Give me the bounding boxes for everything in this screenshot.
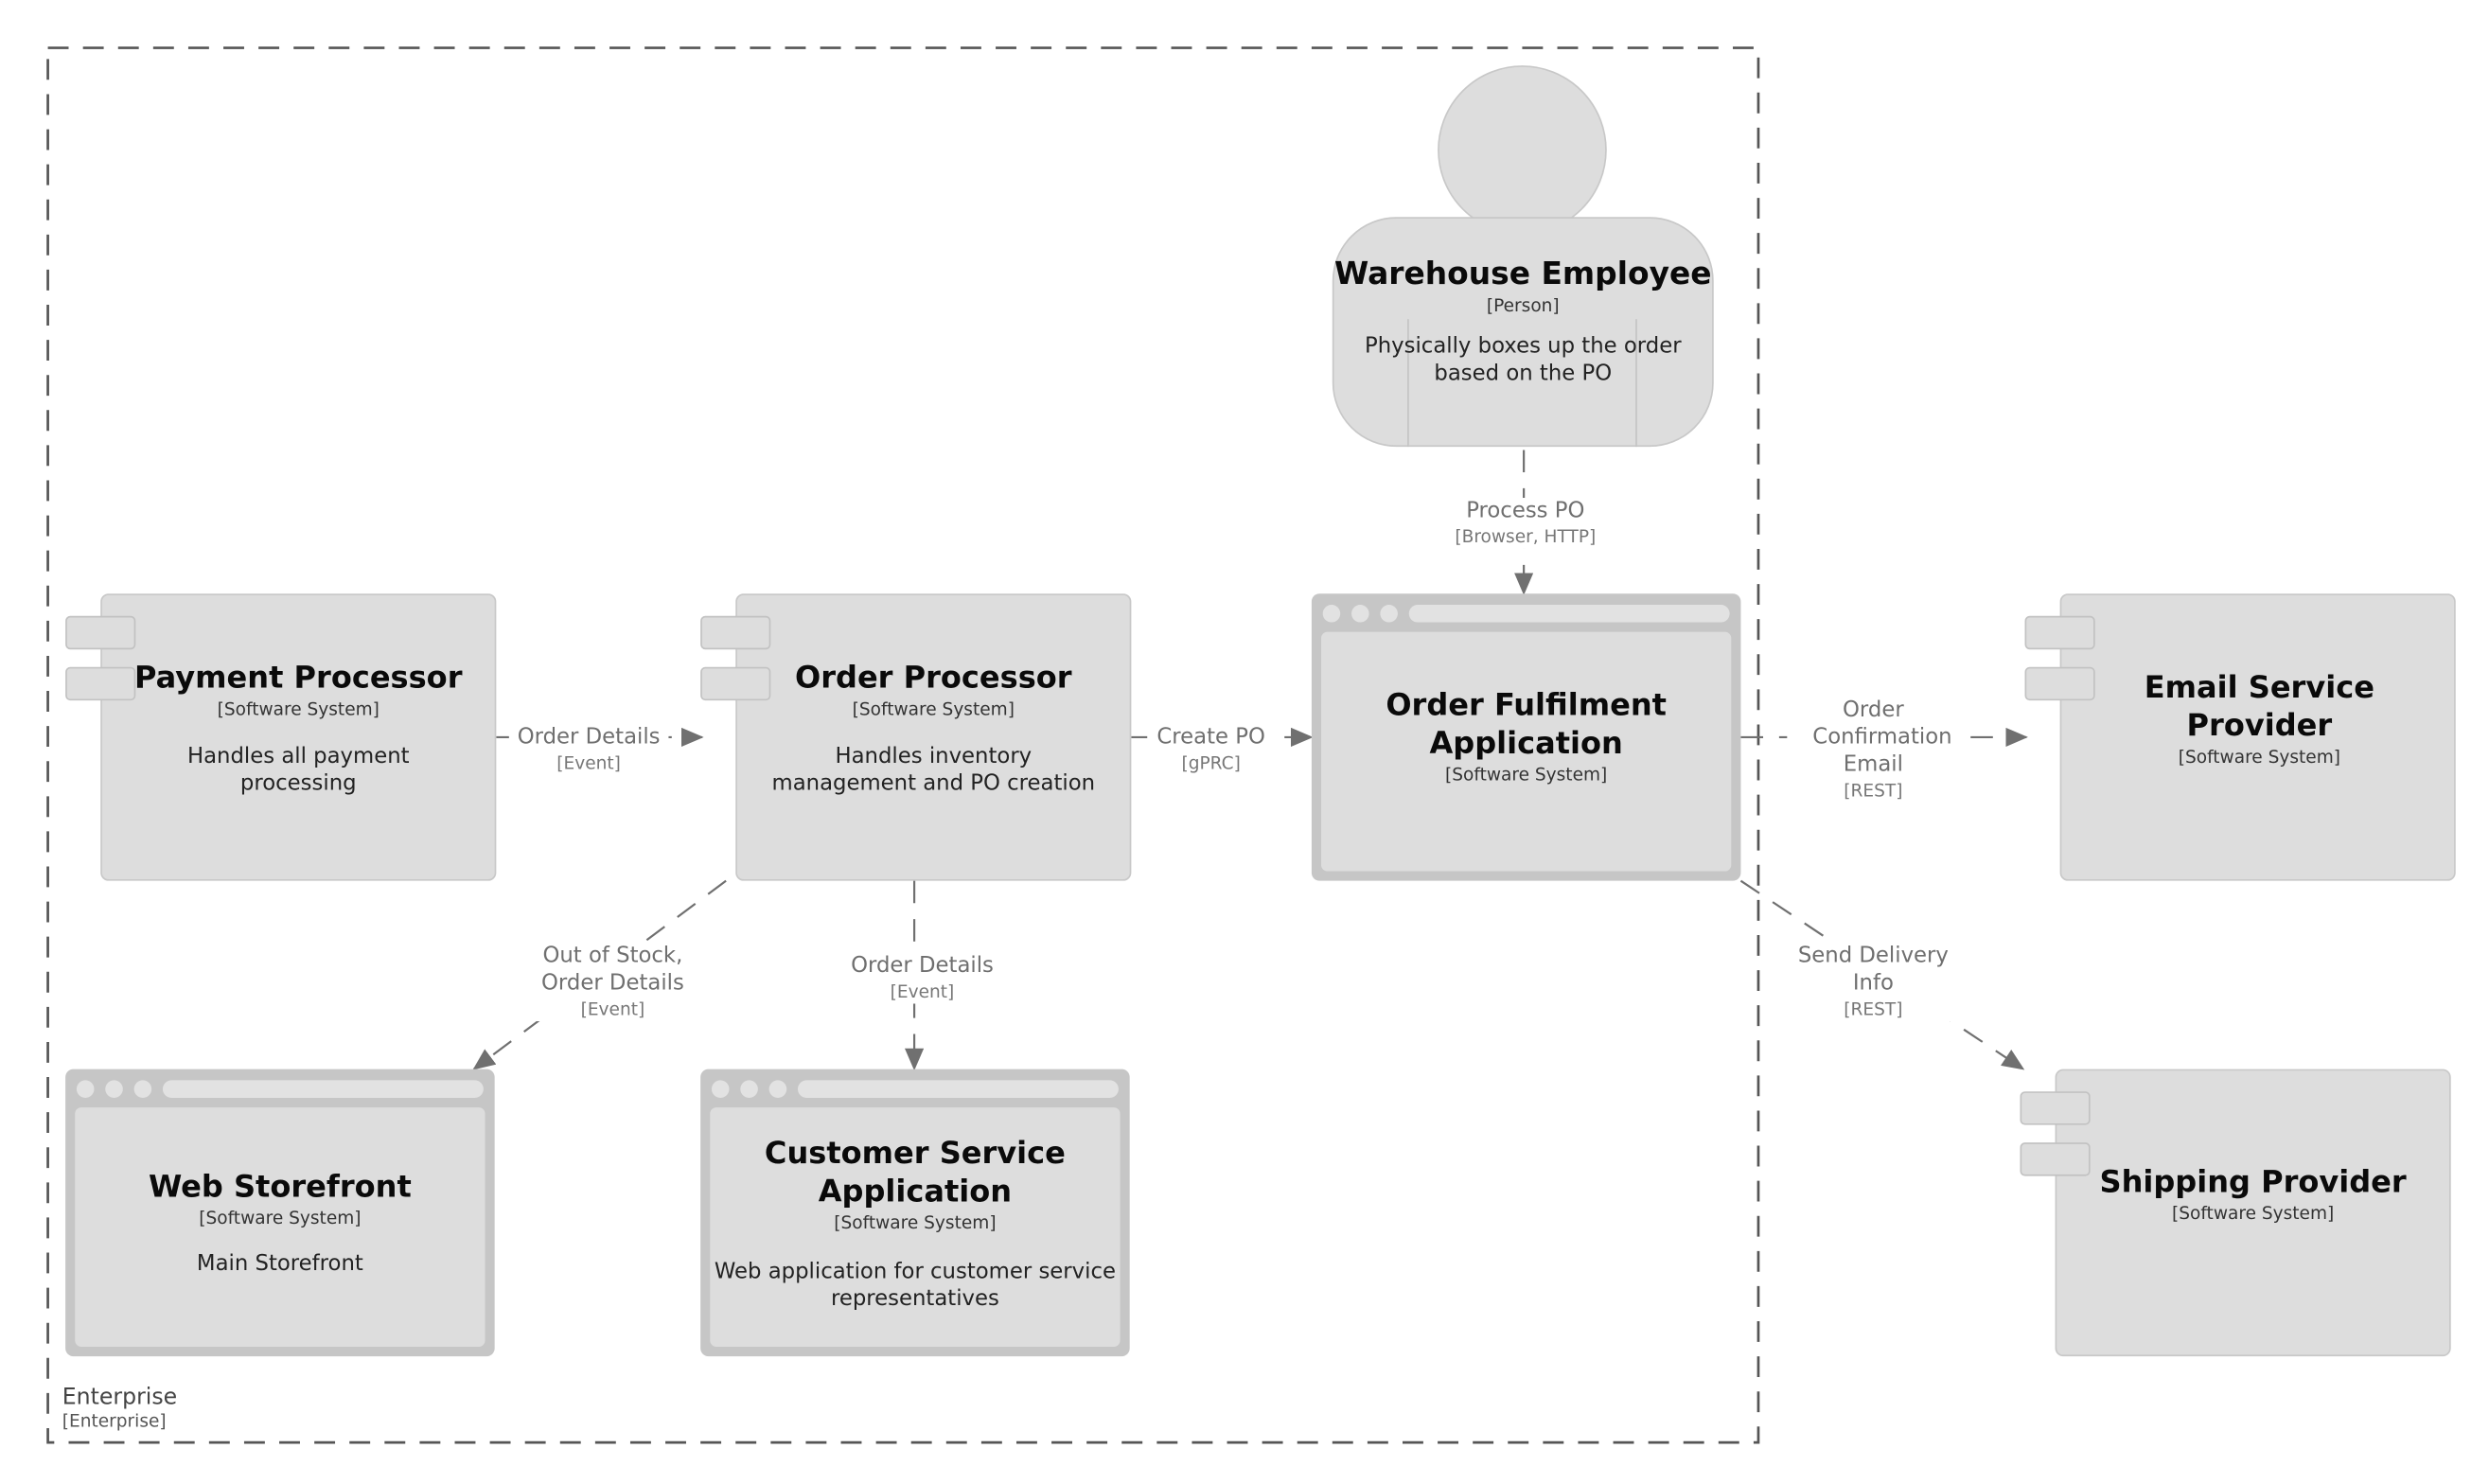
system-box	[100, 593, 497, 881]
link-text: Order Confirmation Email	[1812, 697, 1952, 778]
person-body-shape	[1332, 217, 1714, 448]
system-order-fulfilment[interactable]: Order Fulfilment Application [Software S…	[1311, 593, 1741, 881]
link-label-out-of-stock: Out of Stock, Order Details [Event]	[526, 943, 699, 1022]
link-text: Process PO	[1466, 498, 1585, 524]
link-technology: [REST]	[1844, 998, 1903, 1020]
window-dot	[768, 1080, 787, 1098]
link-technology: [gPRC]	[1181, 752, 1241, 774]
system-content: Shipping Provider [Software System]	[2056, 1163, 2451, 1227]
boundary-type: [Enterprise]	[62, 1410, 167, 1432]
component-tab-bottom	[700, 666, 771, 701]
link-label-customer-service: Order Details [Event]	[836, 952, 1009, 1004]
system-content: Customer Service Application [Software S…	[700, 1135, 1130, 1314]
boundary-name: Enterprise	[62, 1385, 178, 1411]
component-tab-bottom	[65, 666, 136, 701]
component-tab-top	[700, 615, 771, 650]
component-tab-top	[2024, 615, 2095, 650]
system-content: Order Processor [Software System] Handle…	[735, 659, 1131, 798]
link-text: Order Details	[517, 724, 661, 751]
system-content: Web Storefront [Software System] Main St…	[65, 1168, 495, 1278]
link-technology: [REST]	[1844, 780, 1903, 802]
person-name: Warehouse Employee	[1333, 255, 1712, 292]
system-type: [Software System]	[217, 698, 380, 720]
person-arm-left	[1407, 319, 1409, 448]
window-dot	[133, 1080, 152, 1098]
link-label-payment-order: Order Details [Event]	[508, 724, 669, 776]
window-body	[710, 1107, 1121, 1347]
person-type: [Person]	[1486, 294, 1560, 316]
system-content: Payment Processor [Software System] Hand…	[100, 659, 496, 798]
system-description: Main Storefront	[196, 1250, 363, 1277]
window-dot	[1351, 604, 1369, 623]
system-name: Payment Processor	[134, 661, 463, 697]
system-type: [Software System]	[852, 698, 1015, 720]
link-text: Out of Stock, Order Details	[541, 943, 684, 997]
system-customer-service[interactable]: Customer Service Application [Software S…	[700, 1069, 1130, 1357]
window-body	[75, 1107, 485, 1347]
component-tab-bottom	[2020, 1142, 2091, 1176]
system-type: [Software System]	[1445, 764, 1608, 786]
system-type: [Software System]	[2171, 1203, 2335, 1225]
system-description: Web application for customer service rep…	[714, 1259, 1116, 1312]
link-label-email: Order Confirmation Email [REST]	[1787, 697, 1960, 804]
system-description: Handles all payment processing	[186, 743, 410, 797]
link-text: Send Delivery Info	[1797, 943, 1949, 997]
system-type: [Software System]	[2178, 747, 2341, 768]
person-head-shape	[1438, 65, 1607, 235]
link-text: Order Details	[851, 952, 994, 979]
component-tab-bottom	[2024, 666, 2095, 701]
window-dot	[1380, 604, 1398, 623]
person-description: Physically boxes up the order based on t…	[1365, 333, 1682, 387]
enterprise-boundary-border	[46, 46, 1760, 1444]
window-dot	[105, 1080, 123, 1098]
system-name: Shipping Provider	[2099, 1164, 2407, 1200]
system-name: Order Processor	[794, 661, 1072, 697]
window-address-bar	[162, 1080, 484, 1098]
window-dot	[711, 1080, 730, 1098]
system-web-storefront[interactable]: Web Storefront [Software System] Main St…	[65, 1069, 495, 1357]
window-address-bar	[1408, 604, 1730, 623]
enterprise-boundary-label: Enterprise [Enterprise]	[62, 1385, 177, 1433]
link-technology: [Event]	[556, 752, 621, 774]
system-name: Order Fulfilment Application	[1386, 687, 1668, 762]
window-dot	[1322, 604, 1341, 623]
link-text: Create PO	[1156, 724, 1265, 751]
system-content: Order Fulfilment Application [Software S…	[1312, 686, 1741, 788]
system-box	[2059, 593, 2456, 881]
window-dot	[740, 1080, 758, 1098]
link-technology: [Event]	[580, 998, 645, 1020]
person-arm-right	[1635, 319, 1637, 448]
link-technology: [Browser, HTTP]	[1455, 526, 1597, 548]
system-content: Email Service Provider [Software System]	[2100, 668, 2419, 770]
system-box	[735, 593, 1132, 881]
link-label-create-po: Create PO [gPRC]	[1147, 724, 1276, 776]
system-name: Web Storefront	[148, 1169, 412, 1205]
window-address-bar	[798, 1080, 1119, 1098]
system-type: [Software System]	[199, 1208, 362, 1229]
system-description: Handles inventory management and PO crea…	[771, 743, 1096, 797]
system-box	[2055, 1069, 2451, 1357]
link-label-delivery: Send Delivery Info [REST]	[1787, 943, 1960, 1022]
system-type: [Software System]	[834, 1212, 997, 1234]
system-name: Email Service Provider	[2144, 670, 2374, 744]
window-body	[1321, 631, 1732, 872]
link-label-process-po: Process PO [Browser, HTTP]	[1443, 498, 1607, 549]
person-content: Warehouse Employee [Person] Physically b…	[1333, 256, 1714, 388]
window-dot	[76, 1080, 95, 1098]
component-tab-top	[2020, 1091, 2091, 1125]
link-technology: [Event]	[890, 980, 955, 1002]
component-tab-top	[65, 615, 136, 650]
system-name: Customer Service Application	[764, 1136, 1066, 1210]
